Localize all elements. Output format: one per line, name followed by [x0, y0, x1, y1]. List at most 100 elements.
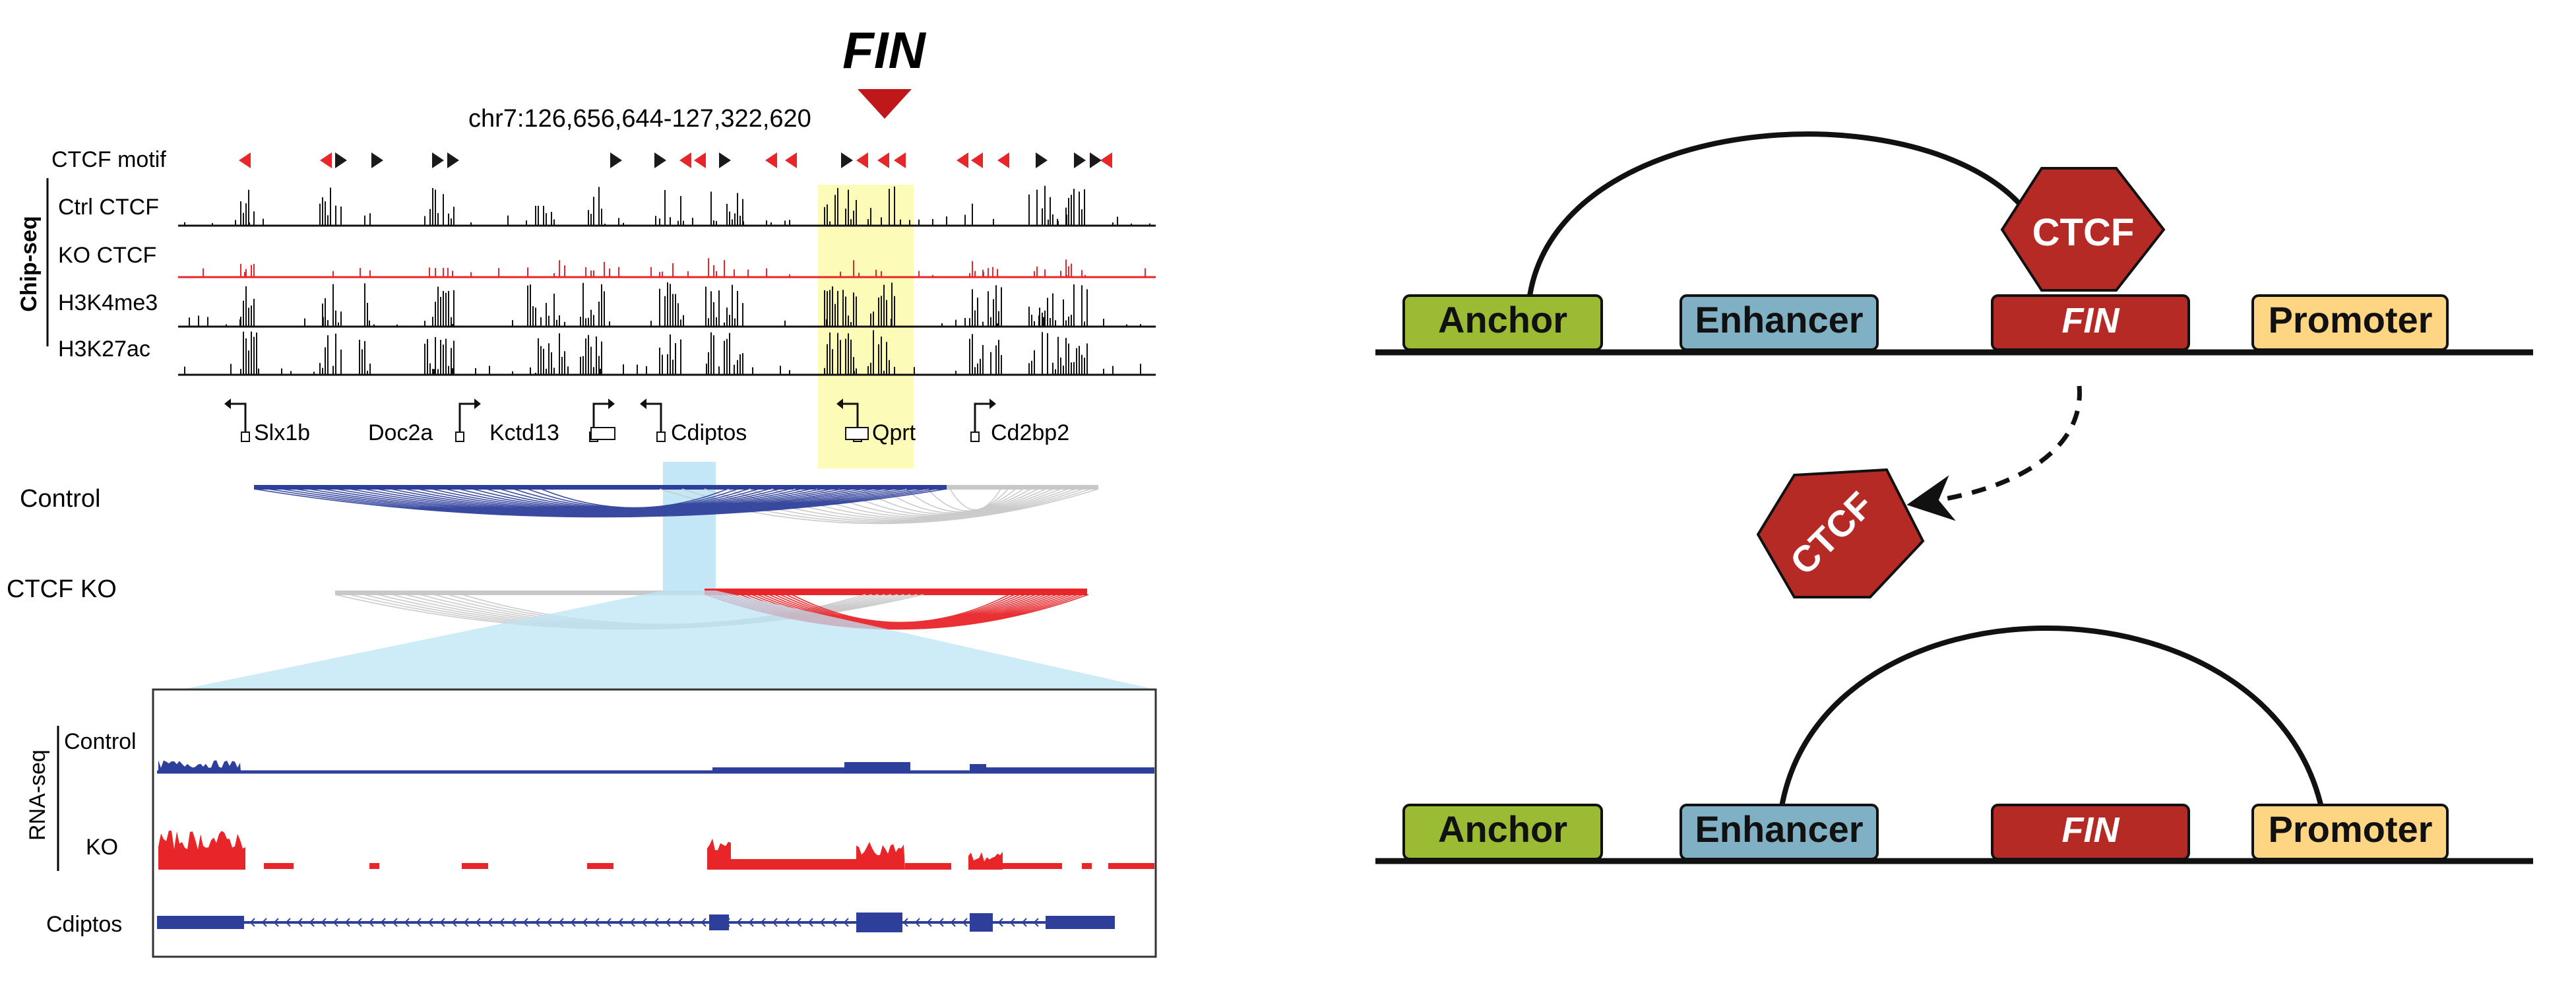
motif-arrow-left — [765, 152, 777, 168]
arc-row-label-control: Control — [20, 485, 101, 513]
motif-label: CTCF motif — [51, 147, 166, 172]
arc-red-ko — [705, 594, 1089, 630]
region-highlight — [663, 462, 716, 591]
exon — [970, 913, 993, 932]
bottom-enhancer-label: Enhancer — [1695, 808, 1863, 850]
gene-body — [241, 432, 250, 442]
rna-coverage — [968, 851, 1003, 870]
anchor-bar — [254, 485, 947, 490]
rna-coverage — [1082, 863, 1092, 869]
anchor-bar — [705, 589, 1087, 595]
arc-blue-control — [253, 488, 947, 518]
coordinates-label: chr7:126,656,644-127,322,620 — [468, 105, 811, 133]
exon — [709, 915, 729, 930]
top-promoter-box — [2251, 294, 2449, 351]
gene-label-slx1b: Slx1b — [254, 420, 310, 445]
exon — [157, 916, 244, 929]
track-peaks — [184, 330, 1141, 375]
rna-group-label: RNA-seq — [25, 750, 50, 841]
track-label-ko-ctcf: KO CTCF — [58, 243, 156, 268]
top-fin-box — [1991, 294, 2190, 351]
motif-arrow-right — [335, 152, 347, 168]
rna-coverage — [264, 863, 294, 869]
bottom-promoter-label: Promoter — [2269, 808, 2433, 850]
rna-coverage — [1003, 863, 1062, 869]
panel-a: FIN chr7:126,656,644-127,322,620 CTCF mo… — [7, 21, 1157, 958]
rna-coverage — [844, 762, 910, 773]
gene-label-doc2a: Doc2a — [368, 420, 433, 445]
arc-row-label-ctcf-ko: CTCF KO — [7, 575, 117, 603]
rna-coverage — [462, 863, 488, 869]
top-fin-label: FIN — [2062, 301, 2120, 340]
rna-coverage — [1108, 863, 1154, 869]
chip-tracks — [178, 185, 1156, 376]
motif-arrow-right — [654, 152, 666, 168]
gene-label-cdiptos: Cdiptos — [671, 420, 747, 445]
motif-row — [239, 152, 1112, 168]
tss-arrow-head — [990, 399, 996, 409]
top-anchor-box — [1402, 294, 1603, 351]
chip-group-label: Chip-seq — [16, 216, 42, 311]
track-peaks — [203, 258, 1146, 277]
tss-arrow-head — [640, 399, 646, 409]
motif-arrow-left — [856, 152, 868, 168]
rna-coverage — [970, 764, 986, 773]
tss-arrow-head — [224, 399, 231, 409]
gene-body — [590, 427, 615, 440]
fin-label: FIN — [842, 21, 926, 79]
bottom-enhancer-box — [1680, 804, 1879, 860]
track-label-h3k27ac: H3K27ac — [58, 337, 150, 362]
motif-arrow-left — [239, 152, 251, 168]
motif-arrow-right — [1090, 152, 1102, 168]
rna-coverage — [856, 842, 905, 870]
motif-arrow-left — [997, 152, 1009, 168]
motif-arrow-right — [447, 152, 459, 168]
motif-arrow-left — [679, 152, 691, 168]
gene-model-label: Cdiptos — [46, 912, 122, 937]
bottom-promoter-box — [2251, 804, 2449, 860]
bottom-anchor-label: Anchor — [1438, 808, 1567, 850]
track-peaks — [184, 185, 1150, 226]
bound-ctcf-label: CTCF — [2032, 211, 2135, 254]
motif-arrow-right — [841, 152, 853, 168]
motif-arrow-right — [610, 152, 622, 168]
bound-ctcf-hexagon — [2000, 167, 2166, 292]
exon — [856, 913, 902, 932]
tss-arrow-head — [836, 399, 843, 409]
gene-label-kctd13: Kctd13 — [489, 420, 559, 445]
fin-marker-triangle — [858, 89, 912, 119]
panel-b: Anchor Enhancer FIN Promoter CTCF CTCF A… — [1375, 131, 2533, 864]
top-loop-arc — [1526, 131, 2048, 301]
tss-arrow — [974, 402, 990, 441]
top-enhancer-label: Enhancer — [1695, 299, 1863, 340]
interaction-arcs — [253, 485, 1099, 630]
gene-body — [970, 432, 980, 442]
rna-coverage — [707, 838, 731, 870]
motif-arrow-right — [371, 152, 383, 168]
tss-arrow-head — [608, 399, 615, 409]
motif-arrow-left — [1100, 152, 1112, 168]
released-ctcf-hexagon — [1756, 468, 1925, 598]
motif-arrow-right — [1036, 152, 1048, 168]
anchor-bar — [335, 591, 705, 595]
zoom-wedge — [181, 591, 1156, 690]
gene-label-cd2bp2: Cd2bp2 — [991, 420, 1069, 445]
tss-arrow — [646, 402, 662, 441]
gene-body — [845, 427, 869, 440]
motif-arrow-left — [957, 152, 968, 168]
motif-arrow-left — [971, 152, 983, 168]
exon — [1046, 916, 1115, 929]
bottom-fin-box — [1991, 804, 2190, 860]
gene-row — [224, 399, 996, 442]
rna-coverage — [905, 863, 951, 870]
rna-coverage — [369, 863, 379, 869]
rna-coverage — [970, 767, 1154, 773]
rna-coverage — [731, 859, 856, 870]
tss-arrow — [231, 402, 247, 441]
track-label-ctrl-ctcf: Ctrl CTCF — [58, 195, 159, 220]
motif-arrow-left — [320, 152, 332, 168]
rna-coverage — [587, 863, 613, 869]
motif-arrow-left — [877, 152, 889, 168]
motif-arrow-right — [1074, 152, 1086, 168]
